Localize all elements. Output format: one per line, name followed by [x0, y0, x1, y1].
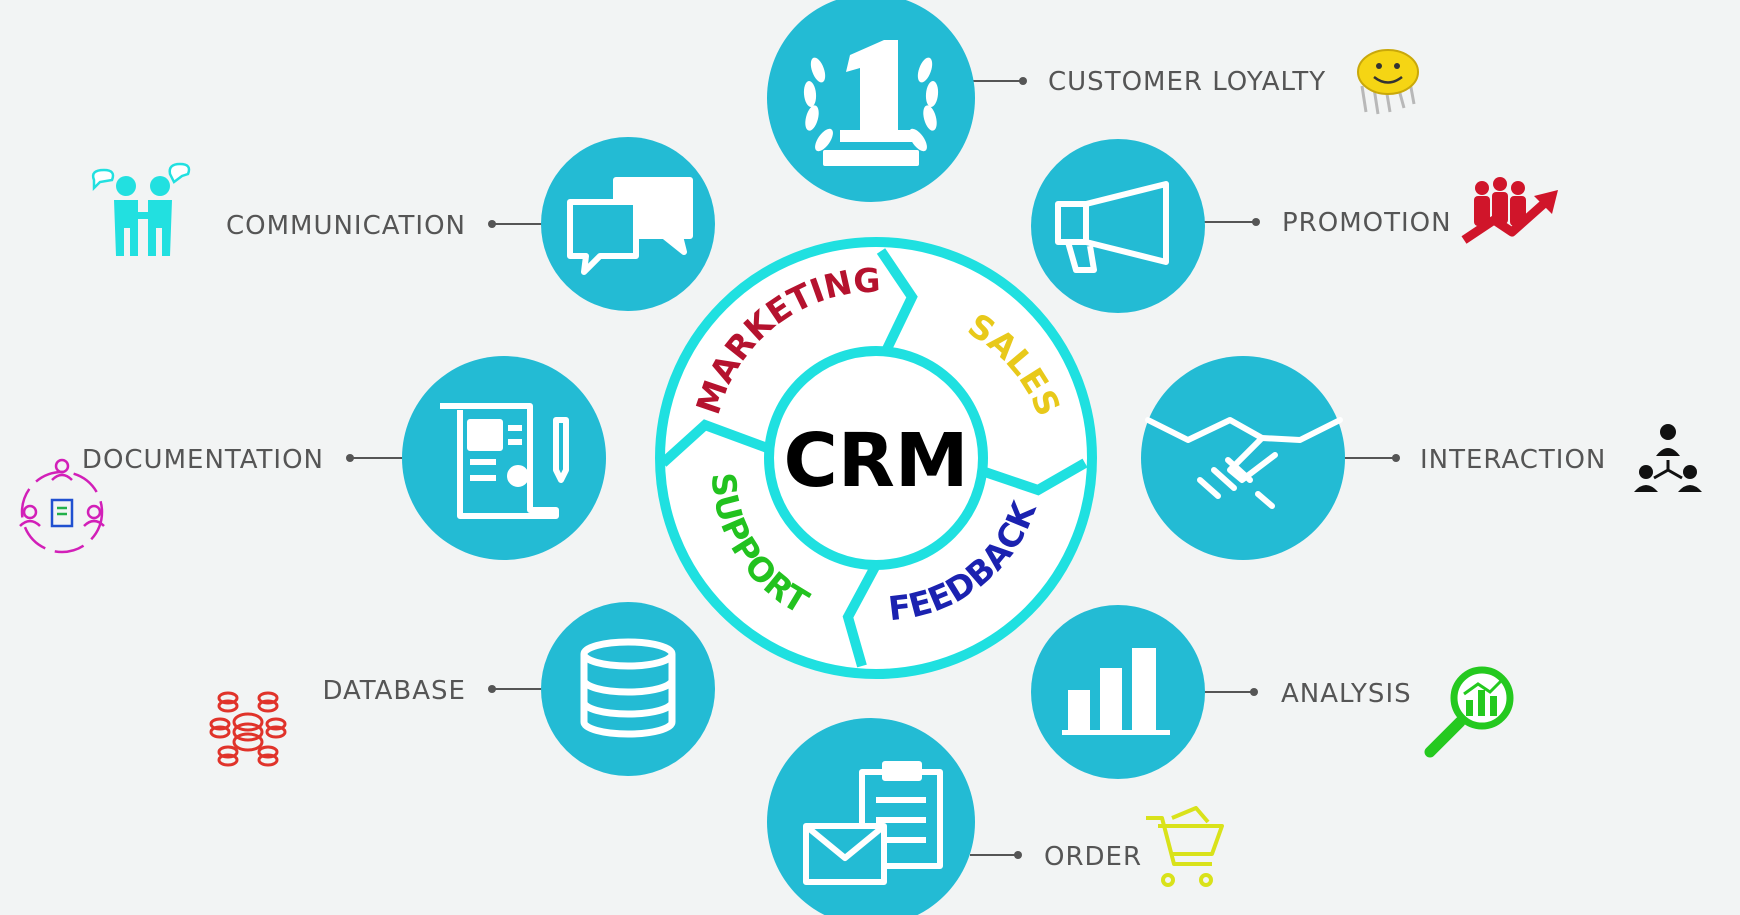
bar-chart-icon	[1062, 648, 1170, 735]
label-customer-loyalty: CUSTOMER LOYALTY	[1048, 67, 1326, 97]
label-promotion: PROMOTION	[1282, 208, 1452, 238]
node-documentation	[402, 356, 606, 560]
node-analysis	[1031, 605, 1205, 779]
node-interaction	[1141, 356, 1345, 560]
talking-people-icon	[91, 162, 191, 256]
label-interaction: INTERACTION	[1420, 445, 1606, 475]
node-database	[541, 602, 715, 776]
handshake-icon	[1145, 417, 1343, 509]
team-document-icon	[19, 458, 105, 554]
document-pen-icon	[440, 403, 569, 519]
node-promotion	[1031, 139, 1205, 313]
node-customer-loyalty	[767, 0, 975, 202]
node-order	[767, 718, 975, 915]
label-documentation: DOCUMENTATION	[82, 445, 324, 475]
search-analytics-icon	[1424, 666, 1514, 758]
chat-bubbles-icon	[567, 177, 693, 275]
database-network-icon	[209, 691, 287, 767]
node-communication	[541, 137, 715, 311]
people-network-icon	[1634, 424, 1702, 492]
smiley-icon	[1357, 49, 1419, 115]
envelope-clipboard-icon	[803, 761, 943, 885]
connector-dots	[346, 77, 1400, 859]
connector-lines	[350, 80, 1396, 856]
database-icon	[580, 638, 676, 738]
label-order: ORDER	[1044, 842, 1142, 872]
crm-title: CRM	[784, 418, 969, 504]
label-database: DATABASE	[322, 676, 466, 706]
megaphone-icon	[1055, 181, 1169, 273]
shopping-cart-icon	[1146, 806, 1224, 887]
growth-team-icon	[1461, 177, 1558, 244]
crm-ring	[655, 237, 1097, 679]
award-number-one-icon	[803, 40, 939, 166]
label-analysis: ANALYSIS	[1281, 679, 1412, 709]
label-communication: COMMUNICATION	[226, 211, 466, 241]
